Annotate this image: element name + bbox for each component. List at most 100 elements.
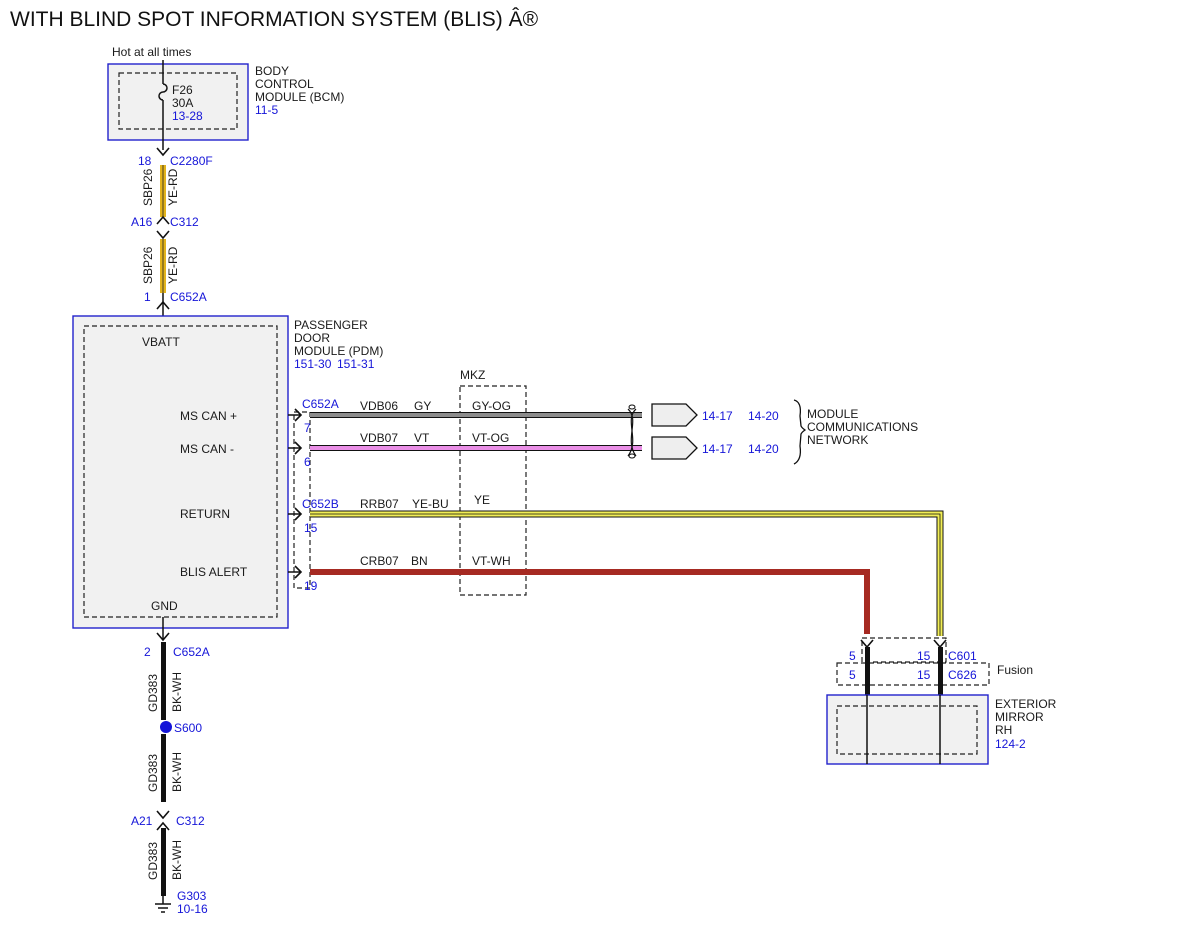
twisted-pair-icon [627, 404, 637, 459]
vdb06-mkz-color: GY-OG [472, 399, 511, 413]
pdm-ref-link-2[interactable]: 151-31 [337, 357, 375, 371]
mirror-name-line-3: RH [995, 723, 1012, 737]
gd383-wire-1 [161, 642, 166, 720]
network-ref-top-2[interactable]: 14-20 [748, 409, 779, 423]
fuse-rating: 30A [172, 96, 193, 110]
c2280f-connector-icon [156, 147, 170, 157]
pdm-pin-blis-alert: BLIS ALERT [180, 565, 248, 579]
can-minus-network-connector-icon[interactable] [651, 436, 698, 460]
c312-pin: A16 [131, 215, 153, 229]
c652a-feed-pin: 1 [144, 290, 151, 304]
mirror-wire-stub-right [938, 647, 943, 695]
network-brace-icon [793, 399, 807, 465]
c601-pin-5-connector-icon [860, 639, 874, 649]
crb07-circuit: CRB07 [360, 554, 399, 568]
c601-pin-15-connector-icon [933, 639, 947, 649]
c652a-gnd-connector-id[interactable]: C652A [173, 645, 210, 659]
c312-connector-id[interactable]: C312 [170, 215, 199, 229]
c652a-pin-7-connector-icon [288, 408, 303, 422]
rrb07-mkz-color: YE [474, 493, 490, 507]
vdb07-color: VT [414, 431, 430, 445]
gd383-color-1: BK-WH [170, 672, 184, 712]
vdb06-pin: 7 [304, 421, 311, 435]
mirror-wire-stub-left [865, 647, 870, 695]
c652b-connector-id[interactable]: C652B [302, 497, 339, 511]
c601-pin-right: 15 [917, 649, 931, 663]
sbp26-color-2: YE-RD [166, 246, 180, 284]
pdm-pin-ms-can-plus: MS CAN + [180, 409, 237, 423]
gd383-circuit-2: GD383 [146, 754, 160, 792]
bcm-module: Hot at all times F26 30A 13-28 BODY CONT… [107, 45, 344, 150]
wire-rrb07: C652B 15 RRB07 YE-BU YE [288, 493, 944, 636]
c312-gnd-connector-id[interactable]: C312 [176, 814, 205, 828]
vdb07-circuit: VDB07 [360, 431, 398, 445]
network-ref-bottom-1[interactable]: 14-17 [702, 442, 733, 456]
bcm-ref-link[interactable]: 11-5 [255, 103, 278, 117]
ground-symbol-icon [155, 903, 171, 913]
mirror-name-line-1: EXTERIOR [995, 697, 1057, 711]
feed-circuit: 18 C2280F SBP26 YE-RD A16 C312 SBP26 YE-… [131, 147, 213, 326]
bcm-name-line-2: CONTROL [255, 77, 314, 91]
network-ref-top-1[interactable]: 14-17 [702, 409, 733, 423]
c312-gnd-connector-icon-bottom [156, 821, 170, 831]
gd383-circuit-3: GD383 [146, 842, 160, 880]
pdm-pin-return: RETURN [180, 507, 230, 521]
mirror-ref-link[interactable]: 124-2 [995, 737, 1026, 751]
crb07-pin: 19 [304, 579, 318, 593]
c652a-pin-6-connector-icon [288, 441, 303, 455]
mkz-label: MKZ [460, 368, 485, 382]
hot-at-all-times-label: Hot at all times [112, 45, 191, 59]
pdm-ref-link-1[interactable]: 151-30 [294, 357, 332, 371]
network-ref-bottom-2[interactable]: 14-20 [748, 442, 779, 456]
s600-splice-icon[interactable] [160, 721, 172, 733]
g303-ground-ref[interactable]: 10-16 [177, 902, 208, 916]
pdm-vbatt-label: VBATT [142, 335, 180, 349]
gd383-wire-2 [161, 734, 166, 802]
c652a-gnd-connector-icon [156, 632, 170, 642]
mkz-variant-box [459, 385, 527, 596]
exterior-mirror: 5 15 C601 5 15 C626 Fusion EXTERIOR MIRR… [826, 637, 1057, 765]
gd383-color-3: BK-WH [170, 840, 184, 880]
c312-gnd-pin: A21 [131, 814, 153, 828]
bcm-box [107, 63, 249, 141]
pdm-name-line-1: PASSENGER [294, 318, 368, 332]
bcm-inner-dashed [118, 72, 238, 130]
s600-splice-id[interactable]: S600 [174, 721, 202, 735]
c652a-can-connector-id[interactable]: C652A [302, 397, 339, 411]
c652a-feed-connector-id[interactable]: C652A [170, 290, 207, 304]
wire-crb07: 19 CRB07 BN VT-WH [288, 554, 870, 634]
can-plus-network-connector-icon[interactable] [651, 403, 698, 427]
ground-circuit: 2 C652A GD383 BK-WH S600 GD383 BK-WH A21… [131, 617, 210, 916]
c626-connector-id[interactable]: C626 [948, 668, 977, 682]
g303-ground-id[interactable]: G303 [177, 889, 207, 903]
wire-vdb06: C652A 7 VDB06 GY GY-OG [288, 397, 642, 435]
pdm-module: VBATT MS CAN + MS CAN - RETURN BLIS ALER… [72, 315, 383, 629]
c601-connector-outline [861, 637, 947, 663]
crb07-color: BN [411, 554, 428, 568]
gd383-circuit-1: GD383 [146, 674, 160, 712]
sbp26-circuit-1: SBP26 [141, 168, 155, 206]
c652b-pin-15-connector-icon [288, 507, 303, 521]
pdm-name-line-2: DOOR [294, 331, 330, 345]
c652b-pin-19-connector-icon [288, 565, 303, 579]
c2280f-connector-id[interactable]: C2280F [170, 154, 213, 168]
c601-connector-id[interactable]: C601 [948, 649, 977, 663]
network-label-line-2: COMMUNICATIONS [807, 420, 918, 434]
fuse-ref-link[interactable]: 13-28 [172, 109, 203, 123]
fuse-id: F26 [172, 83, 193, 97]
crb07-mkz-color: VT-WH [472, 554, 511, 568]
diagram-title: WITH BLIND SPOT INFORMATION SYSTEM (BLIS… [10, 8, 539, 31]
pdm-connector-outline [293, 411, 311, 589]
network-label-line-1: MODULE [807, 407, 858, 421]
fusion-variant-label: Fusion [997, 663, 1033, 677]
vdb07-pin: 6 [304, 455, 311, 469]
pdm-pin-ms-can-minus: MS CAN - [180, 442, 234, 456]
rrb07-color: YE-BU [412, 497, 449, 511]
rrb07-wire-stripe [310, 513, 941, 636]
c626-pin-right: 15 [917, 668, 931, 682]
c312-connector-icon-bottom [156, 230, 170, 240]
mirror-name-line-2: MIRROR [995, 710, 1044, 724]
network-label-line-3: NETWORK [807, 433, 868, 447]
pdm-gnd-label: GND [151, 599, 178, 613]
